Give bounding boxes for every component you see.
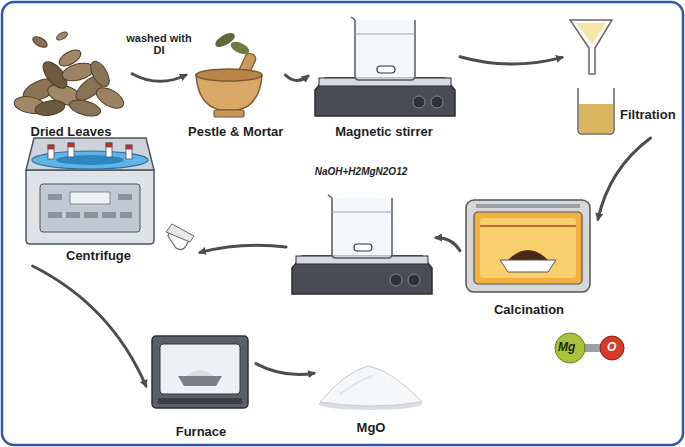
process-arrow: [256, 364, 314, 375]
step-label: Filtration: [620, 107, 676, 122]
step-label: Furnace: [176, 424, 227, 439]
step-calcination: Calcination: [460, 194, 598, 320]
step-label: Pestle & Mortar: [188, 124, 283, 139]
step-precursor: NaOH+H2MgN2O12: [286, 164, 436, 298]
step-label: NaOH+H2MgN2O12: [315, 166, 408, 178]
step-label: MgO: [357, 420, 386, 435]
step-label: Magnetic stirrer: [335, 124, 433, 139]
step-centrifuge: Centrifuge: [14, 130, 200, 266]
atom-label: Mg: [558, 340, 575, 354]
step-label: Calcination: [494, 302, 564, 317]
process-arrow: [200, 245, 286, 252]
step-label: Dried Leaves: [31, 124, 112, 139]
atom-label: O: [607, 340, 616, 354]
step-label: Centrifuge: [66, 248, 131, 263]
step-filtration: Filtration: [562, 14, 680, 138]
process-arrow: [436, 238, 460, 251]
step-furnace: Furnace: [146, 330, 256, 442]
arrow-label: washed with DI: [120, 32, 198, 56]
step-leaves: Dried Leaves: [10, 38, 132, 140]
process-arrow: [598, 138, 651, 219]
process-arrow: [285, 75, 308, 81]
process-arrow: [460, 57, 562, 64]
step-stirrer: Magnetic stirrer: [308, 12, 460, 140]
process-arrow: [132, 74, 186, 82]
step-mgo: MgO: [314, 356, 428, 442]
step-mortar: Pestle & Mortar: [186, 40, 285, 140]
process-arrow: [33, 266, 146, 386]
